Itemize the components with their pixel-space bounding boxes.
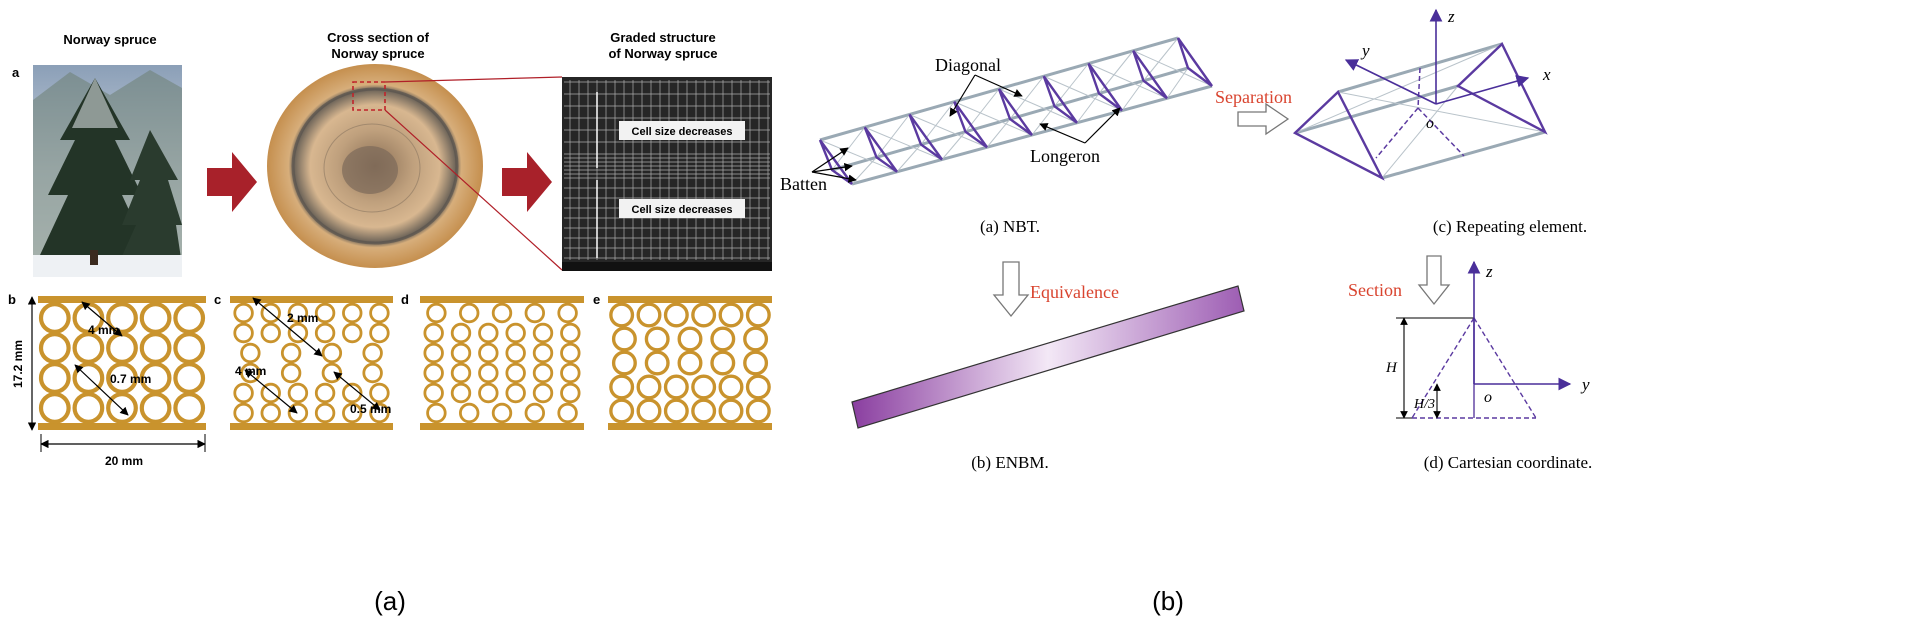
repeating-element (1292, 41, 1548, 181)
caption-a: (a) (374, 586, 406, 616)
letter-d: d (401, 292, 409, 307)
letter-c: c (214, 292, 221, 307)
label-section: Section (1348, 280, 1402, 300)
subcaption-repeating: (c) Repeating element. (1433, 217, 1587, 236)
dim-c-large: 4 mm (235, 364, 266, 378)
detail-box (352, 81, 386, 111)
nbt-truss (818, 36, 1213, 186)
axis-z-label: z (1447, 7, 1455, 26)
sem-label-box-bottom (619, 199, 745, 218)
sem-micrograph: Cell size decreases Cell size decreases (562, 77, 772, 271)
subcaption-nbt: (a) NBT. (980, 217, 1040, 236)
sem-label-top: Cell size decreases (632, 126, 733, 138)
letter-e: e (593, 292, 600, 307)
cartesian-section (1396, 317, 1537, 419)
leader-batten-1 (811, 147, 849, 173)
height-label: H (1385, 360, 1398, 376)
dim-c-wall-arrow (333, 371, 381, 411)
leader-batten-2 (811, 162, 853, 173)
title-cross-section-line2: Norway spruce (331, 46, 424, 61)
third-height-label: H/3 (1413, 397, 1435, 412)
lattice-e (608, 296, 772, 430)
leader-diagonal-1 (949, 74, 976, 117)
label-diagonal: Diagonal (935, 55, 1001, 75)
label-batten: Batten (780, 174, 827, 194)
dim-c-small: 2 mm (287, 311, 318, 325)
dim-b-cell: 4 mm (88, 323, 119, 337)
separation-arrow (1237, 102, 1290, 136)
title-norway-spruce: Norway spruce (63, 32, 156, 47)
panel-a: Norway spruce Cross section of Norway sp… (8, 30, 772, 616)
dim-b-width: 20 mm (105, 454, 143, 468)
label-separation: Separation (1215, 87, 1292, 107)
axis-x-label: x (1542, 65, 1551, 84)
enbm-beam (851, 285, 1245, 429)
title-cross-section-line1: Cross section of (327, 30, 430, 45)
caption-b: (b) (1152, 586, 1184, 616)
section-axis-z-label: z (1485, 262, 1493, 281)
leader-diagonal-2 (974, 74, 1023, 97)
red-arrow-1 (207, 152, 257, 212)
dim-c-wall: 0.5 mm (350, 402, 391, 416)
dim-b-cell-arrow (81, 301, 123, 337)
dim-c-large-arrow (244, 369, 298, 414)
zoom-line-top (384, 76, 563, 83)
label-equivalence: Equivalence (1030, 282, 1119, 302)
red-arrow-2 (502, 152, 552, 212)
leader-batten-3 (811, 171, 857, 183)
zoom-line-bottom (384, 109, 563, 271)
subcaption-enbm: (b) ENBM. (971, 453, 1048, 472)
wood-cross-section (267, 64, 483, 268)
dim-b-wall: 0.7 mm (110, 372, 151, 386)
lattice-d (420, 296, 584, 430)
panel-b: Diagonal Longeron Batten (a) NBT. Separa… (780, 7, 1592, 616)
leader-longeron-2 (1084, 107, 1121, 144)
axis-x (1435, 74, 1530, 105)
sem-label-bottom: Cell size decreases (632, 204, 733, 216)
dim-b-height: 17.2 mm (11, 340, 25, 388)
section-origin-label: o (1484, 389, 1492, 406)
axis-y (1344, 59, 1437, 105)
dim-c-small-arrow (252, 297, 323, 357)
equivalence-arrow (992, 261, 1030, 318)
spruce-photo (33, 65, 182, 277)
title-graded-line2: of Norway spruce (608, 46, 717, 61)
letter-a: a (12, 65, 20, 80)
lattice-panels (38, 296, 772, 430)
letter-b: b (8, 292, 16, 307)
axis-y-label: y (1360, 41, 1370, 60)
label-longeron: Longeron (1030, 146, 1100, 166)
title-graded-line1: Graded structure (610, 30, 715, 45)
origin-label: o (1426, 115, 1434, 132)
section-axis-y-label: y (1580, 375, 1590, 394)
subcaption-cartesian: (d) Cartesian coordinate. (1424, 453, 1593, 472)
sem-label-box-top (619, 121, 745, 140)
section-arrow (1417, 255, 1451, 306)
leader-longeron-1 (1039, 123, 1086, 144)
dim-b-wall-arrow (74, 364, 129, 416)
